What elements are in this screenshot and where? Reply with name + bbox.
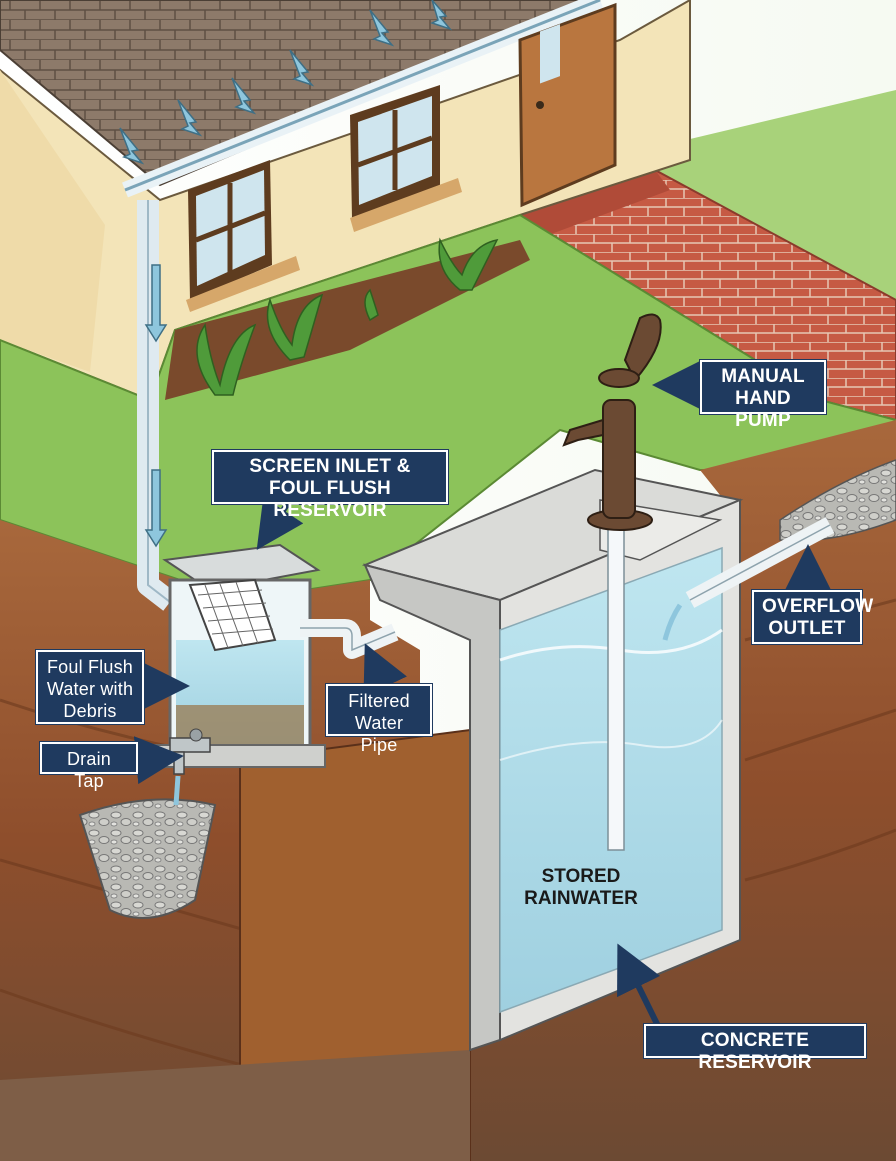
- stored-rainwater-label: STORED RAINWATER: [524, 866, 638, 909]
- front-door: [518, 2, 617, 208]
- manual-hand-pump-label: MANUAL HAND PUMP: [700, 360, 826, 431]
- window: [350, 85, 462, 232]
- window: [186, 160, 300, 312]
- drain-tap-label: Drain Tap: [40, 742, 138, 791]
- overflow-pipe: [662, 517, 835, 641]
- filtered-water-pipe-label: Filtered Water Pipe: [326, 684, 432, 755]
- gravel-soakaway: [78, 798, 217, 919]
- flower-bed: [165, 240, 530, 400]
- plant: [196, 237, 499, 396]
- house-side-wall: [0, 70, 105, 372]
- roof: [0, 0, 601, 187]
- downflow-arrow-icon: [144, 264, 168, 548]
- pump-riser-pipe: [607, 519, 625, 851]
- foul-flush-water-label: Foul Flush Water with Debris: [36, 650, 144, 724]
- screen-inlet-label: SCREEN INLET & FOUL FLUSH RESERVOIR: [212, 450, 448, 521]
- concrete-reservoir-label: CONCRETE RESERVOIR: [644, 1024, 866, 1073]
- bedrock: [0, 1050, 470, 1161]
- callout-arrow-icon: [133, 361, 832, 1032]
- rain-arrow-icon: [119, 0, 453, 165]
- soil-block-front: [239, 728, 471, 1161]
- brick-step: [520, 170, 670, 240]
- hand-pump: [562, 313, 662, 531]
- foul-flush-tank: [149, 543, 326, 768]
- screen-mesh: [188, 578, 277, 652]
- overflow-outlet-label: OVERFLOW OUTLET: [752, 590, 873, 644]
